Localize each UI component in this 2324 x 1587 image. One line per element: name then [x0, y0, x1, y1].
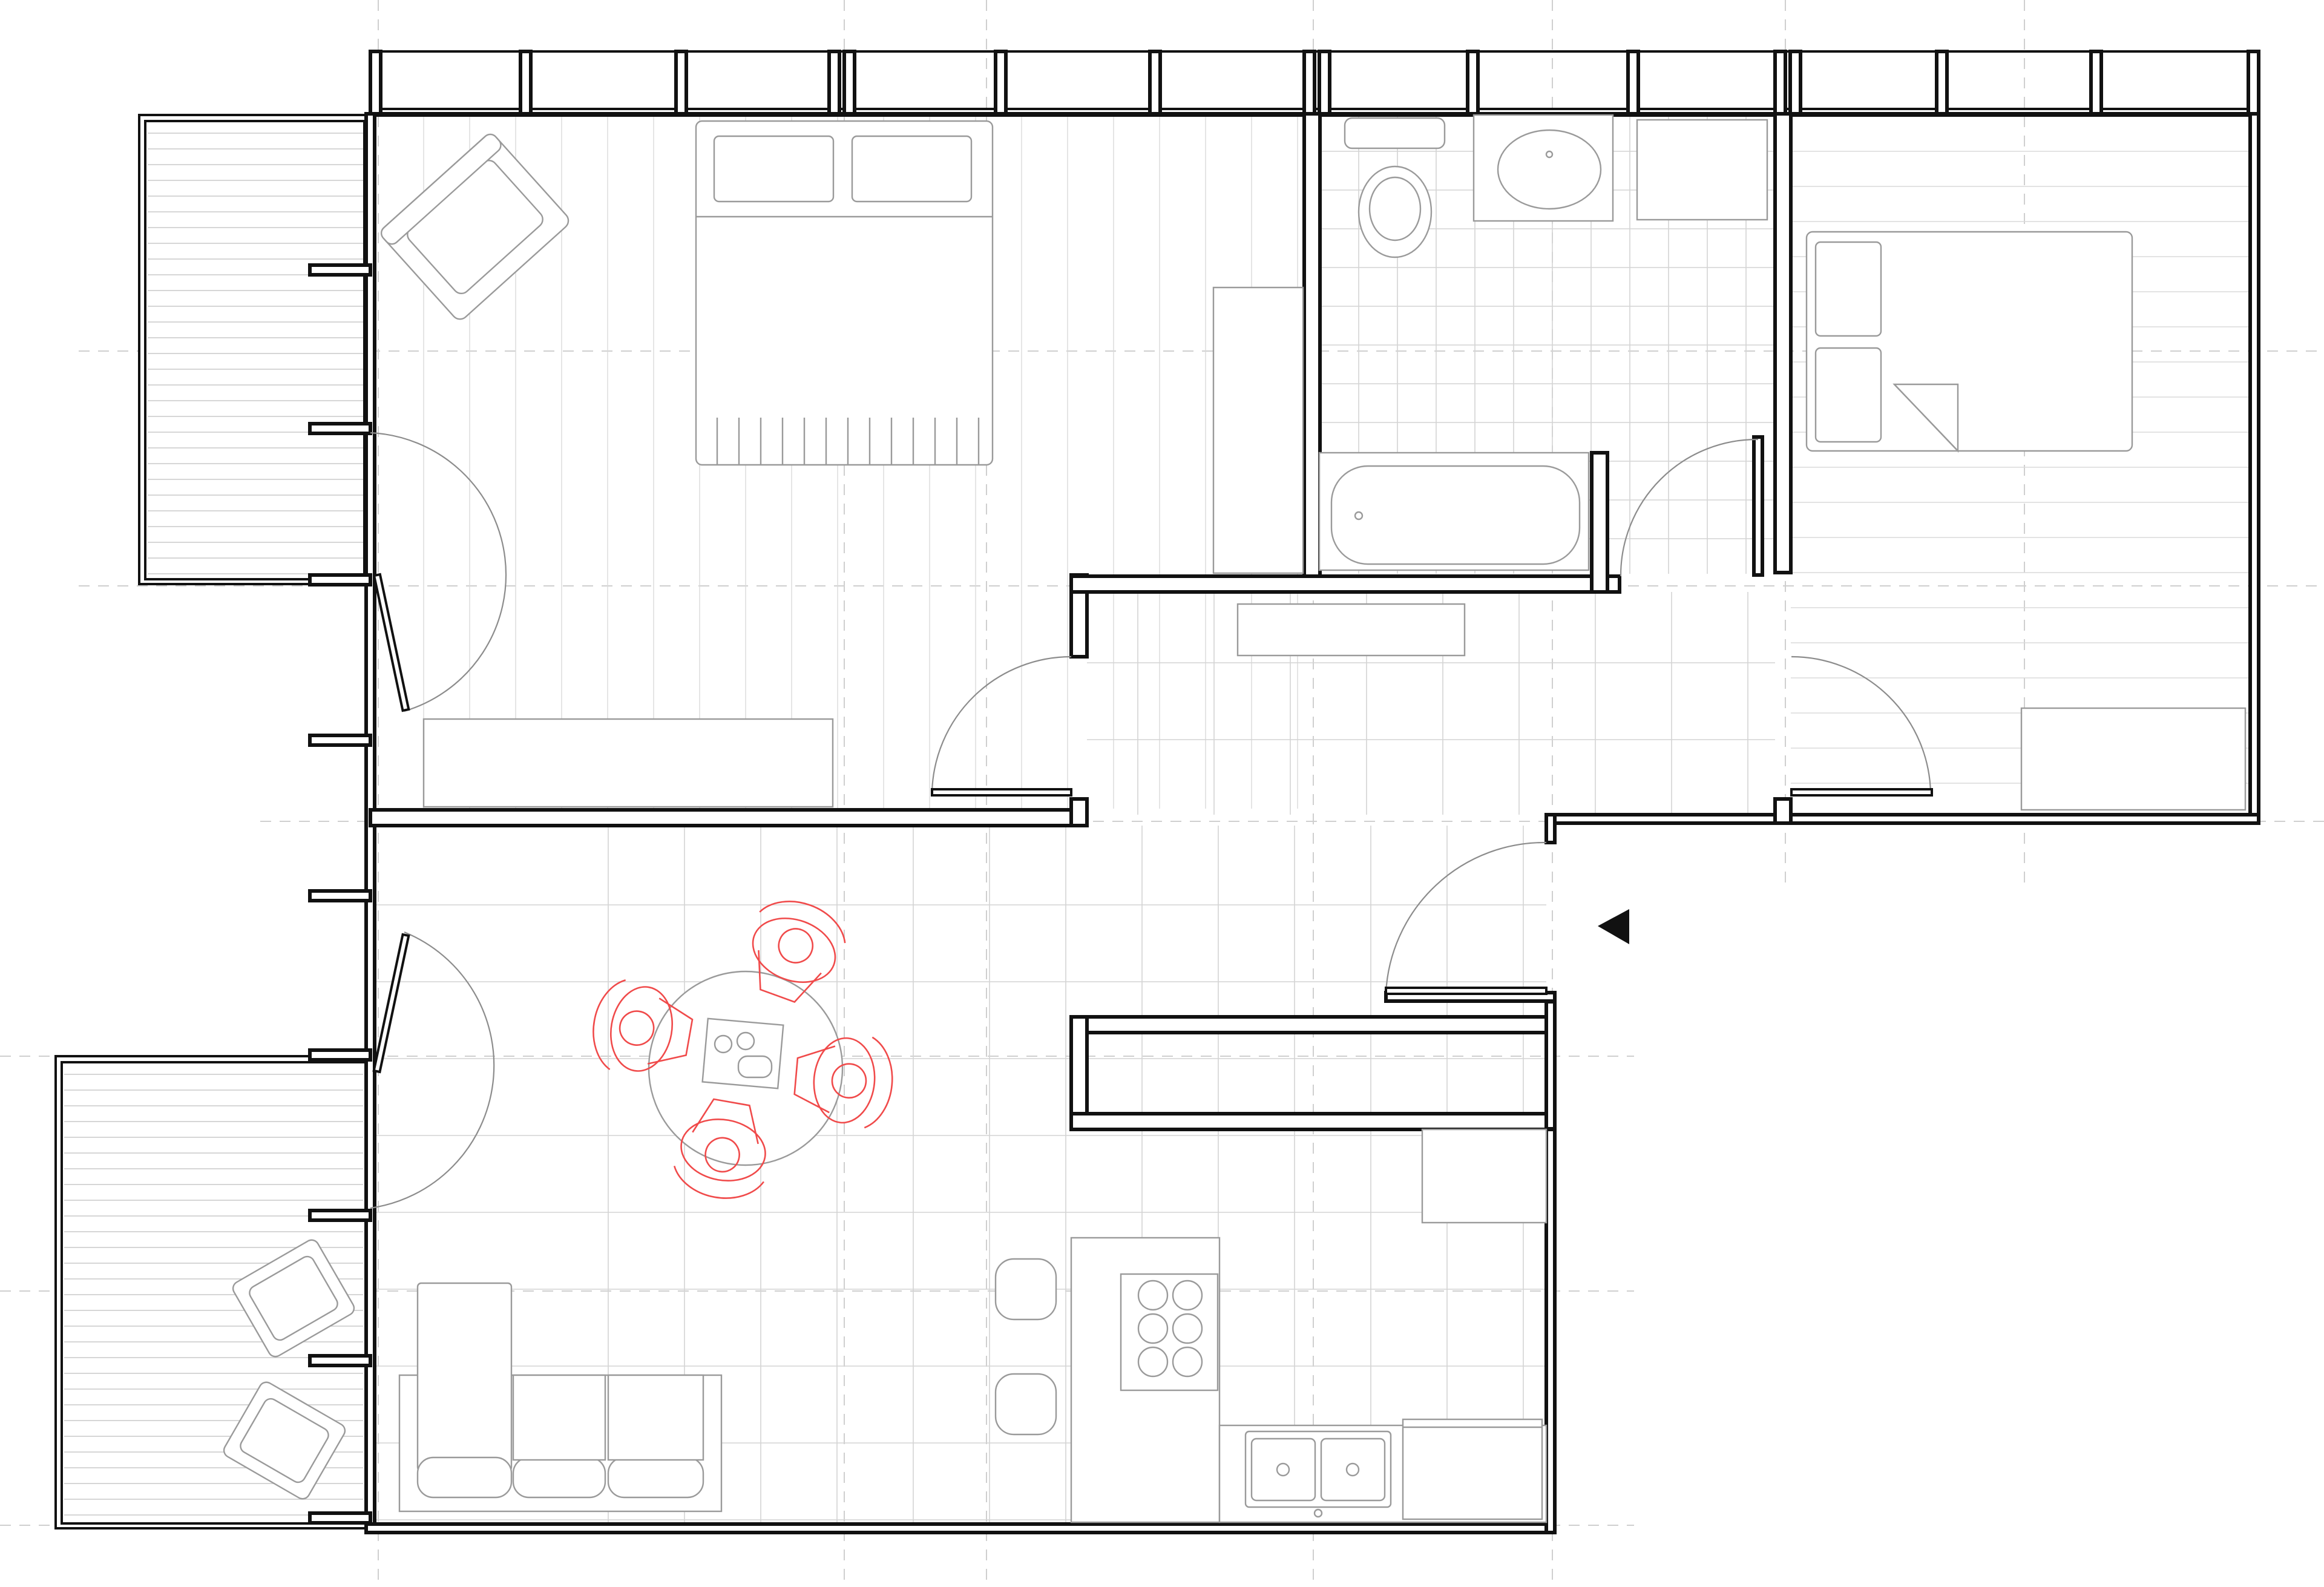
person-head	[778, 928, 814, 964]
fridge	[1402, 1418, 1543, 1520]
washing-machine	[1636, 119, 1768, 221]
person-body	[680, 1118, 766, 1182]
window-mullion	[1788, 50, 1802, 116]
person-head	[619, 1010, 655, 1046]
window-mullion	[1935, 50, 1949, 116]
wardrobe	[1212, 286, 1304, 574]
window-mullion	[1148, 50, 1162, 116]
entrance-arrow-icon	[1598, 909, 1629, 944]
window-mullion	[1466, 50, 1480, 116]
walls	[308, 50, 2260, 1534]
chair-back	[592, 979, 626, 1070]
table-tray	[701, 1017, 784, 1089]
window-mullion	[519, 50, 533, 116]
single-bed	[1805, 231, 2133, 452]
second-bedroom-furniture	[1805, 231, 2247, 811]
person-figure	[752, 901, 846, 1003]
sofa-chaise	[416, 1282, 513, 1472]
person-arms	[793, 1045, 836, 1114]
window-mullion	[674, 50, 688, 116]
window-mullion	[994, 50, 1008, 116]
window-mullion	[2247, 50, 2260, 116]
balcony-chairs	[223, 1239, 355, 1500]
window-mullion	[369, 50, 382, 116]
person-body	[752, 917, 836, 984]
window-mullion	[827, 50, 841, 116]
sofa-back-2	[512, 1374, 606, 1461]
wall-stub	[308, 1048, 372, 1062]
bathroom-fixtures	[1318, 114, 1768, 571]
hallway-furniture	[1236, 603, 1466, 657]
chair-back	[673, 1166, 764, 1199]
window-mullion	[842, 50, 856, 116]
sofa-cushion-1	[416, 1456, 513, 1499]
sofa-cushion-3	[607, 1456, 704, 1499]
window-mullion	[1302, 50, 1316, 116]
chair-back	[759, 901, 846, 944]
cooktop	[1120, 1273, 1219, 1392]
balcony-upper	[138, 114, 370, 585]
person-arms	[758, 950, 822, 1003]
person-figure	[673, 1098, 766, 1199]
person-body	[813, 1037, 876, 1124]
wall-stub	[308, 1354, 372, 1367]
tall-cabinet	[1421, 1128, 1548, 1224]
person-figure	[592, 979, 694, 1072]
living-furniture	[398, 901, 893, 1513]
low-cabinet	[422, 718, 834, 808]
person-body	[609, 986, 674, 1072]
wall-stub	[308, 573, 372, 586]
double-bed	[695, 120, 994, 466]
armchair	[380, 133, 570, 320]
pillow-left	[713, 135, 835, 203]
wall-stub	[308, 889, 372, 902]
person-head	[704, 1137, 740, 1173]
person-head	[831, 1063, 867, 1099]
doors	[370, 432, 1933, 1209]
toilet-tank	[1344, 117, 1446, 150]
bar-stool-2	[994, 1373, 1057, 1436]
bed-blanket-lines	[716, 418, 980, 465]
hall-bench	[1236, 603, 1466, 657]
pillow-a	[1814, 241, 1882, 337]
wall-stub	[308, 734, 372, 747]
person-arms	[647, 997, 694, 1065]
people-at-table	[592, 901, 893, 1199]
chair-back	[864, 1036, 893, 1129]
wall-stub	[308, 1209, 372, 1222]
wall-stub	[308, 422, 372, 435]
window-mullion	[1626, 50, 1640, 116]
wall-stub	[308, 1511, 372, 1525]
sofa-cushion-2	[512, 1456, 606, 1499]
desk	[2020, 707, 2247, 811]
person-arms	[692, 1098, 759, 1145]
window-mullion	[1773, 50, 1787, 116]
window-mullion	[2089, 50, 2103, 116]
pillow-b	[1814, 347, 1882, 443]
bedroom-furniture	[380, 120, 1304, 808]
kitchen-furniture	[994, 1128, 1548, 1523]
bar-stool-1	[994, 1258, 1057, 1321]
pillow-right	[851, 135, 973, 203]
wall-stub	[308, 263, 372, 277]
person-figure	[793, 1036, 893, 1129]
window-mullion	[1318, 50, 1331, 116]
sofa-back-3	[607, 1374, 704, 1461]
